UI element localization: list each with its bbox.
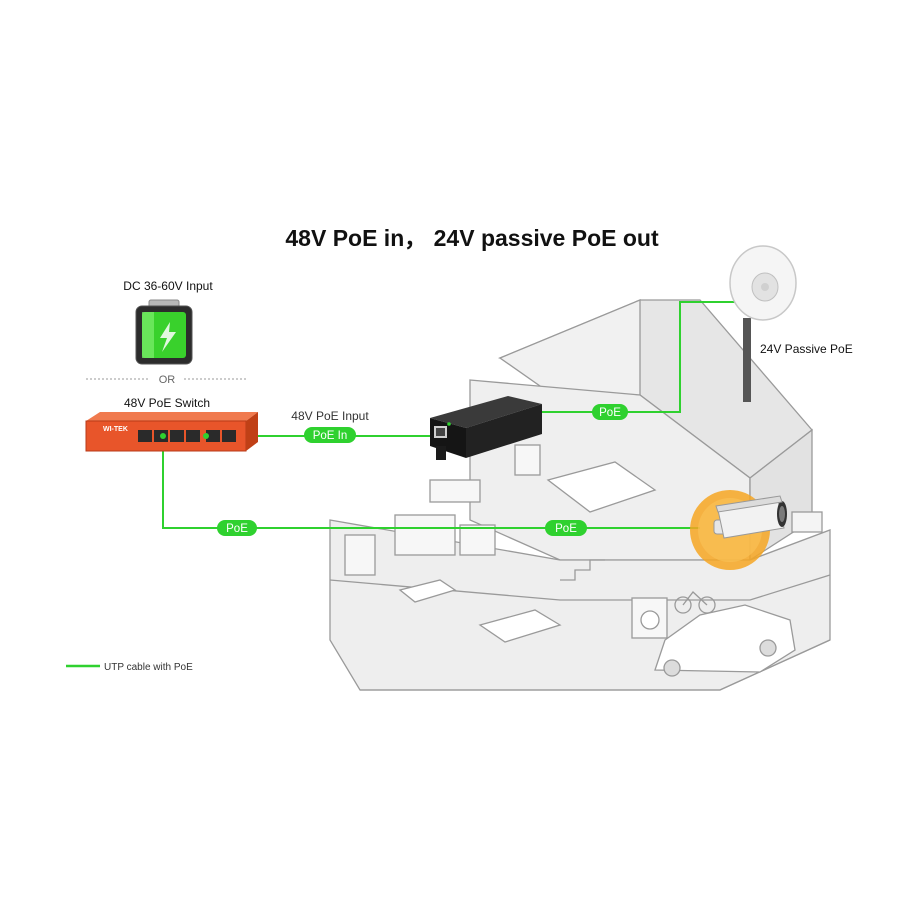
battery-icon [135,299,193,365]
svg-text:PoE In: PoE In [313,430,348,442]
poe-line-lower [162,440,700,529]
or-divider: OR [86,374,248,386]
poe-tag-lower-left: PoE [217,520,257,536]
svg-text:WI-TEK: WI-TEK [103,426,128,433]
poe-injector-icon [430,396,542,460]
svg-text:PoE: PoE [599,407,621,419]
svg-text:PoE: PoE [226,523,248,535]
house-illustration [329,299,831,691]
poe-tag-lower-right: PoE [545,520,587,536]
svg-text:OR: OR [159,374,176,386]
wireless-bridge-icon [729,245,797,402]
poe-tag-roof: PoE [592,404,628,420]
legend: UTP cable with PoE [66,662,193,673]
svg-text:PoE: PoE [555,523,577,535]
legend-label: UTP cable with PoE [104,662,193,673]
poe-in-tag: PoE In [304,427,356,443]
dc-input-label: DC 36-60V Input [123,279,213,293]
cctv-camera-icon [690,490,787,570]
diagram-title: 48V PoE in， 24V passive PoE out [285,225,659,251]
poe-input-label: 48V PoE Input [291,409,369,423]
poe-switch-icon: WI-TEK [85,412,258,452]
passive-poe-label: 24V Passive PoE [760,342,853,356]
switch-label: 48V PoE Switch [124,396,210,410]
